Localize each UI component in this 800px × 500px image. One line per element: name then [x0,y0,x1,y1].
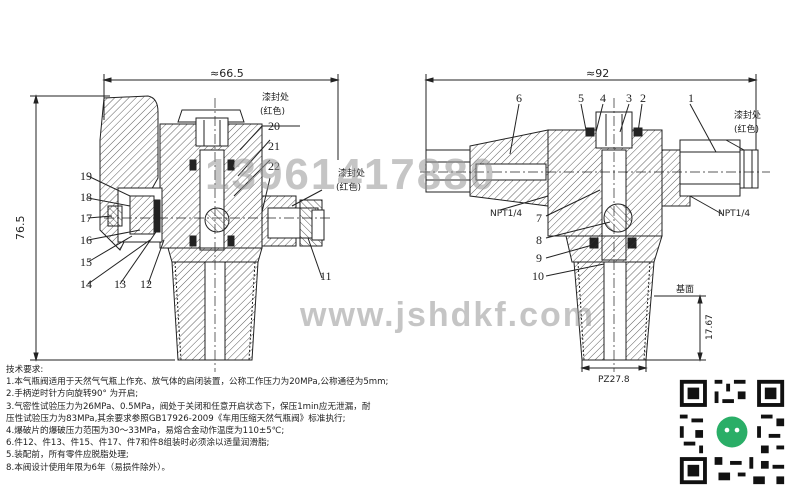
note-line-5: 4.爆破片的爆破压力范围为30～33MPa，易熔合金动作温度为110±5℃; [6,426,285,437]
seal-note-mid: 漆封处 [338,167,365,179]
part-21: 21 [268,139,280,153]
thread-label: PZ27.8 [598,375,630,385]
npt-right-label: NPT1/4 [718,209,750,219]
part-13: 13 [114,277,126,291]
dim-left-height: 76.5 [14,216,27,241]
note-line-8: 8.本阀设计使用年限为6年（易损件除外）。 [6,462,171,473]
part-8: 8 [536,233,542,247]
part-22: 22 [268,159,280,173]
seal-note-right: 漆封处 [734,109,761,121]
part-19: 19 [80,169,92,183]
part-6: 6 [516,91,522,105]
part-10: 10 [532,269,544,283]
dim-left-width: ≈66.5 [210,67,244,80]
part-15: 15 [80,255,92,269]
part-4: 4 [600,91,606,105]
base-label: 基面 [676,283,694,295]
notes-title: 技术要求: [6,365,44,375]
part-16: 16 [80,233,92,247]
right-section-view [420,74,770,372]
part-11: 11 [320,269,332,283]
part-7: 7 [536,211,542,225]
seal-note-mid-color: (红色) [336,181,361,193]
part-9: 9 [536,251,542,265]
part-1: 1 [688,91,694,105]
part-14: 14 [80,277,92,291]
part-17: 17 [80,211,92,225]
note-line-1: 1.本气瓶阀适用于天然气气瓶上作充、放气体的启闭装置，公称工作压力为20MPa,… [6,377,389,388]
note-line-7: 5.装配前，所有零件应脱脂处理; [6,450,129,461]
note-line-4: 压性试验压力为83MPa,其余要求参照GB17926-2009《车用压缩天然气瓶… [6,413,346,424]
npt-left-label: NPT1/4 [490,209,522,219]
note-line-6: 6.件12、件13、件15、件17、件7和件8组装时必须涂以适量润滑脂; [6,438,270,449]
part-18: 18 [80,190,92,204]
seal-note-top: 漆封处 [262,91,289,103]
note-line-3: 3.气密性试验压力为26MPa、0.5MPa，阀处于关闭和任意开启状态下，保压1… [6,401,371,412]
qr-code-icon [676,376,788,488]
note-line-2: 2.手柄逆时针方向旋转90° 为开启; [6,389,139,400]
dim-right-width: ≈92 [586,67,609,80]
part-5: 5 [578,91,584,105]
part-12: 12 [140,277,152,291]
seal-note-top-color: (红色) [260,105,285,117]
seal-note-right-color: (红色) [734,123,759,135]
part-2: 2 [640,91,646,105]
left-section-view [30,74,340,372]
dim-right-height: 17.67 [705,314,715,340]
part-3: 3 [626,91,632,105]
part-20: 20 [268,119,280,133]
drawing-labels: ≈66.5 ≈92 76.5 17.67 基面 PZ27.8 漆封处 (红色) … [14,67,761,385]
technical-requirements: 技术要求: 1.本气瓶阀适用于天然气气瓶上作充、放气体的启闭装置，公称工作压力为… [6,364,606,474]
